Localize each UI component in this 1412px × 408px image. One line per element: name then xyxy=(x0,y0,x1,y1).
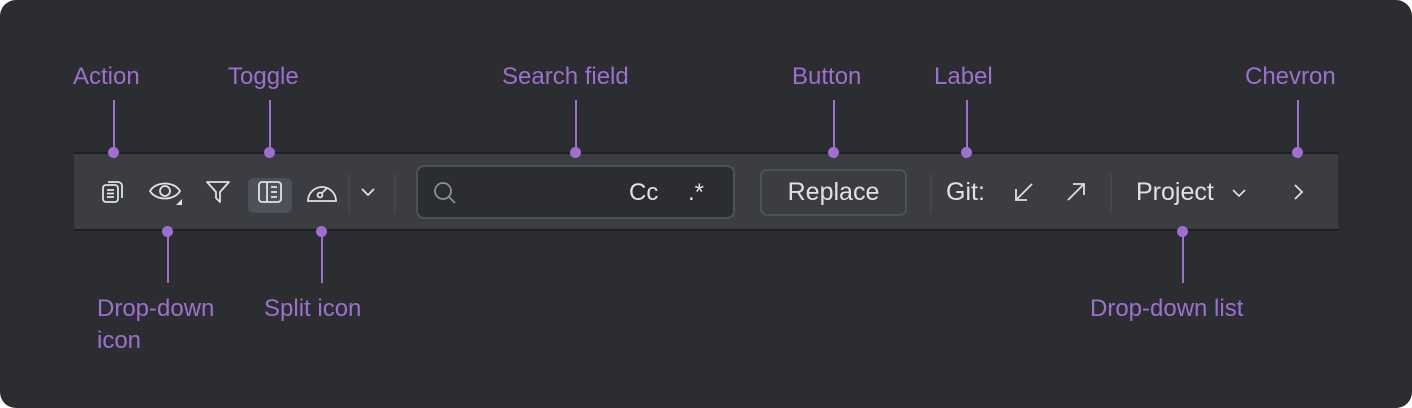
callout-toggle-dot xyxy=(264,147,275,158)
callout-dropdown-icon-line xyxy=(167,231,169,283)
callout-dropdown-icon-dot xyxy=(162,226,173,237)
chevron-down-icon xyxy=(1232,189,1246,198)
filter-button[interactable] xyxy=(204,178,232,206)
gauge-icon xyxy=(307,186,337,202)
eye-dropdown-icon xyxy=(148,182,182,205)
filter-icon xyxy=(206,181,230,203)
project-dropdown-label: Project xyxy=(1136,178,1214,206)
callout-search-line xyxy=(575,100,577,152)
split-panel-toggle-icon-wrap xyxy=(256,178,284,206)
callout-button-line xyxy=(833,100,835,152)
match-case-toggle[interactable]: Cc xyxy=(629,179,659,206)
separator xyxy=(930,174,932,214)
replace-button[interactable]: Replace xyxy=(760,169,907,216)
git-label: Git: xyxy=(946,178,985,206)
separator xyxy=(348,174,350,214)
callout-chevron-line xyxy=(1297,100,1299,152)
arrow-down-left-icon xyxy=(1015,183,1033,201)
callout-dropdown-icon-label: Drop-down xyxy=(97,295,215,322)
copy-document-icon xyxy=(102,181,123,203)
separator xyxy=(394,174,396,214)
callout-split-icon-line xyxy=(321,231,323,283)
callout-split-icon-label: Split icon xyxy=(264,295,362,322)
action-button[interactable] xyxy=(99,178,127,206)
chevron-down-icon xyxy=(361,188,375,197)
gauge-button[interactable] xyxy=(305,178,339,206)
callout-action-label: Action xyxy=(73,63,140,90)
callout-action-line xyxy=(113,100,115,152)
arrow-up-right-icon xyxy=(1067,183,1085,201)
more-dropdown-button[interactable] xyxy=(354,178,382,206)
search-icon xyxy=(434,182,456,204)
callout-dropdown-list-line xyxy=(1182,231,1184,283)
callout-dropdown-list-label: Drop-down list xyxy=(1090,295,1244,322)
separator xyxy=(1110,174,1112,214)
callout-search-label: Search field xyxy=(502,63,629,90)
project-dropdown[interactable]: Project xyxy=(1136,174,1248,214)
search-field[interactable]: Cc .* xyxy=(416,165,735,219)
callout-search-dot xyxy=(570,147,581,158)
callout-button-dot xyxy=(828,147,839,158)
callout-dropdown-icon-label2: icon xyxy=(97,327,142,354)
callout-chevron-dot xyxy=(1292,147,1303,158)
callout-dropdown-list-dot xyxy=(1177,226,1188,237)
callout-label-label: Label xyxy=(934,63,993,90)
callout-label-line xyxy=(966,100,968,152)
split-panel-toggle-icon xyxy=(258,181,282,203)
callout-toggle-label: Toggle xyxy=(228,63,299,90)
callout-chevron-label: Chevron xyxy=(1245,63,1336,90)
callout-button-label: Button xyxy=(792,63,862,90)
git-push-button[interactable] xyxy=(1062,178,1090,206)
toolbar: Cc .* Replace Git: Project xyxy=(74,152,1338,231)
callout-split-icon-dot xyxy=(316,226,327,237)
callout-label-dot xyxy=(961,147,972,158)
chevron-button[interactable] xyxy=(1284,178,1312,206)
search-input[interactable] xyxy=(466,175,620,211)
eye-dropdown-button[interactable] xyxy=(148,178,184,206)
split-panel-toggle[interactable] xyxy=(248,178,292,213)
chevron-right-icon xyxy=(1294,184,1304,200)
regex-toggle[interactable]: .* xyxy=(688,179,705,206)
callout-action-dot xyxy=(108,147,119,158)
git-update-button[interactable] xyxy=(1010,178,1038,206)
callout-toggle-line xyxy=(269,100,271,152)
